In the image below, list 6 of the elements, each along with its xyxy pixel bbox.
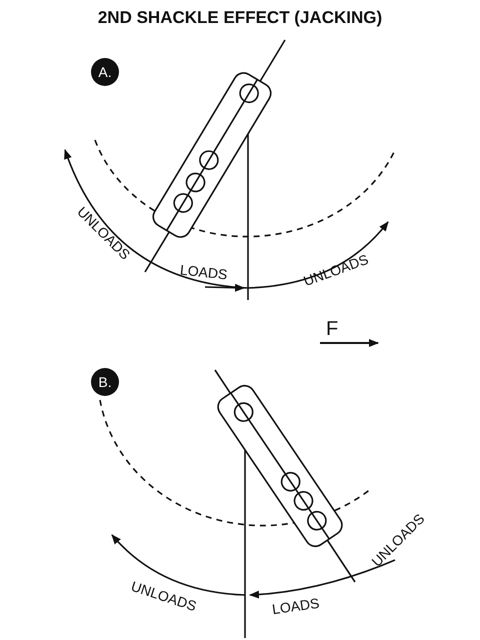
- direction-label: LOADS: [271, 594, 320, 618]
- force-label: F: [326, 318, 338, 341]
- panel-badge: B.: [91, 368, 119, 396]
- diagram-title: 2ND SHACKLE EFFECT (JACKING): [96, 8, 384, 28]
- panel-badge: A.: [91, 58, 119, 86]
- direction-label: LOADS: [179, 262, 228, 282]
